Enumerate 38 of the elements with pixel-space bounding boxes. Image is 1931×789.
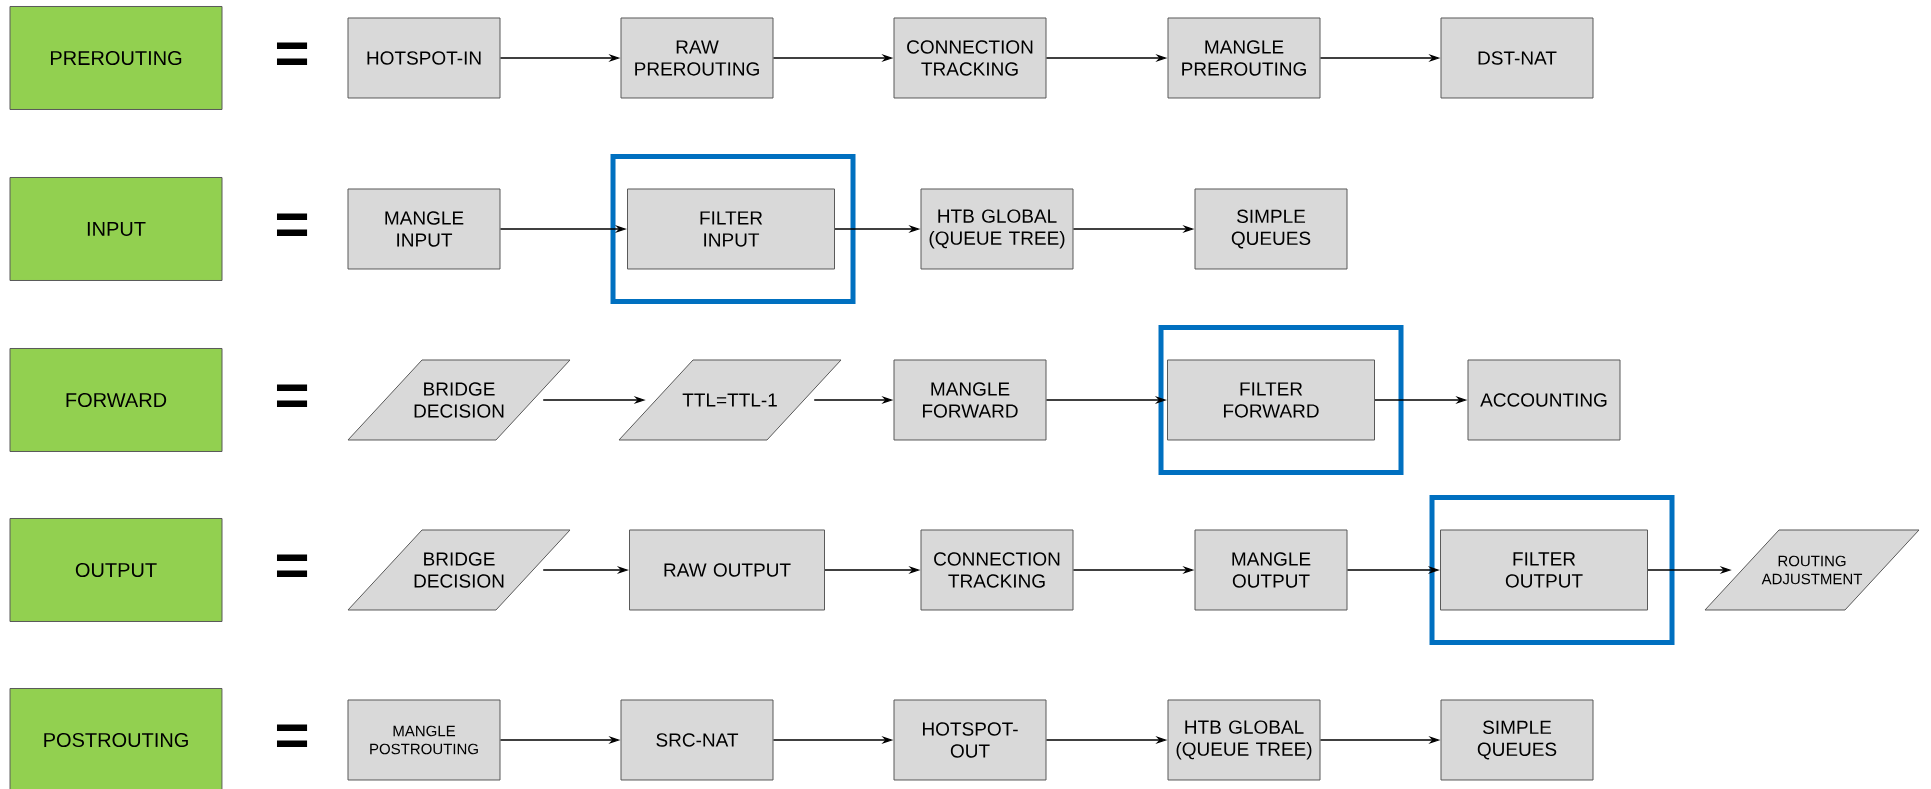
process-box: MANGLE FORWARD	[893, 359, 1047, 441]
process-box: SIMPLE QUEUES	[1440, 699, 1594, 781]
highlight-frame	[1429, 495, 1675, 645]
process-box: MANGLE PREROUTING	[1167, 17, 1321, 99]
parallelogram-box: BRIDGE DECISION	[347, 359, 571, 441]
parallelogram-box: TTL=TTL-1	[618, 359, 842, 441]
chain-box: OUTPUT	[9, 518, 223, 622]
process-box: RAW OUTPUT	[629, 529, 825, 611]
process-box: RAW PREROUTING	[620, 17, 774, 99]
chain-box: INPUT	[9, 177, 223, 281]
chain-box: PREROUTING	[9, 6, 223, 110]
process-box: MANGLE INPUT	[347, 188, 501, 270]
process-box: CONNECTION TRACKING	[893, 17, 1047, 99]
process-box: HOTSPOT-OUT	[893, 699, 1047, 781]
process-box: MANGLE POSTROUTING	[347, 699, 501, 781]
equals-sign: =	[277, 384, 308, 408]
process-box: FILTER FORWARD	[1167, 359, 1375, 441]
process-box: HTB GLOBAL (QUEUE TREE)	[1167, 699, 1321, 781]
process-box: DST-NAT	[1440, 17, 1594, 99]
highlight-frame	[610, 154, 856, 304]
equals-sign: =	[277, 724, 308, 748]
process-box: MANGLE OUTPUT	[1194, 529, 1348, 611]
process-box: HTB GLOBAL (QUEUE TREE)	[920, 188, 1074, 270]
equals-sign: =	[277, 213, 308, 237]
highlight-frame	[1158, 325, 1404, 475]
process-box: HOTSPOT-IN	[347, 17, 501, 99]
process-box: CONNECTION TRACKING	[920, 529, 1074, 611]
process-box: SRC-NAT	[620, 699, 774, 781]
process-box: SIMPLE QUEUES	[1194, 188, 1348, 270]
chain-box: FORWARD	[9, 348, 223, 452]
process-box: FILTER INPUT	[627, 188, 835, 270]
equals-sign: =	[277, 554, 308, 578]
process-box: ACCOUNTING	[1467, 359, 1621, 441]
parallelogram-box: ROUTING ADJUSTMENT	[1704, 529, 1920, 611]
parallelogram-box: BRIDGE DECISION	[347, 529, 571, 611]
process-box: FILTER OUTPUT	[1440, 529, 1648, 611]
equals-sign: =	[277, 42, 308, 66]
chain-box: POSTROUTING	[9, 688, 223, 789]
